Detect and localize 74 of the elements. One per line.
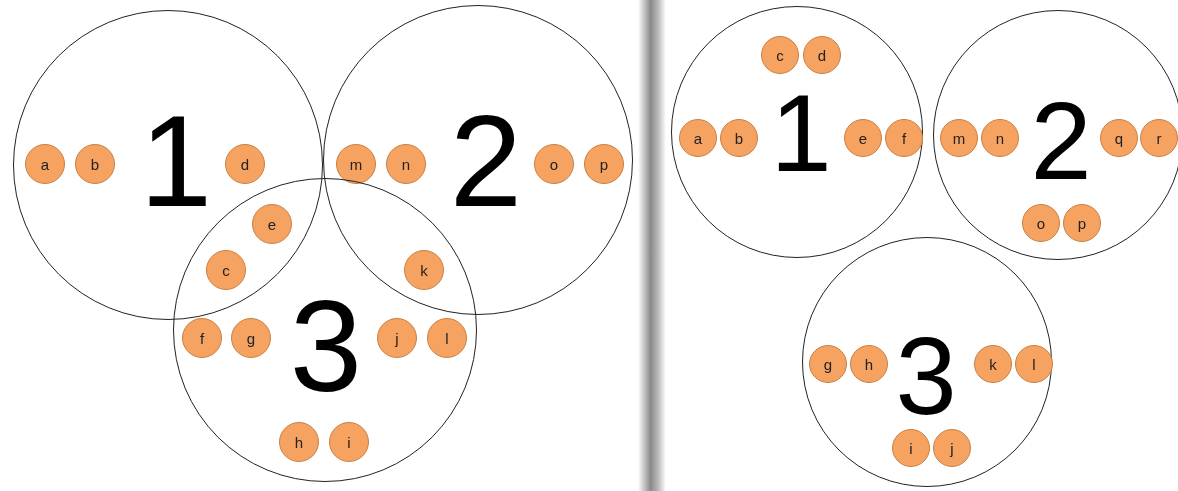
element-letter: c	[776, 46, 784, 64]
element-circle	[279, 422, 319, 462]
element-circle	[720, 119, 758, 157]
element-letter: d	[817, 46, 827, 64]
element-circle	[386, 144, 426, 184]
element-circle	[885, 119, 923, 157]
element-circle	[534, 144, 574, 184]
set-number: 3	[289, 281, 363, 411]
element-circle	[892, 429, 930, 467]
element-circle	[75, 144, 115, 184]
element-circle	[252, 204, 292, 244]
element-letter: d	[240, 155, 250, 173]
element-letter: f	[199, 329, 205, 347]
element-letter: m	[349, 155, 363, 173]
set-number: 3	[895, 321, 957, 431]
element-letter: i	[347, 433, 351, 451]
set-number: 2	[449, 96, 523, 226]
element-letter: j	[950, 439, 954, 457]
element-circle	[336, 144, 376, 184]
element-circle	[850, 345, 888, 383]
element-letter: g	[823, 355, 833, 373]
element-letter: j	[395, 329, 399, 347]
element-letter: n	[401, 155, 411, 173]
element-circle	[940, 119, 978, 157]
element-circle	[206, 250, 246, 290]
set-number: 1	[139, 96, 213, 226]
element-circle	[225, 144, 265, 184]
element-letter: e	[267, 215, 277, 233]
element-letter: i	[909, 439, 913, 457]
element-letter: o	[549, 155, 559, 173]
element-letter: l	[445, 329, 449, 347]
element-circle	[844, 119, 882, 157]
element-circle	[1100, 119, 1138, 157]
element-circle	[679, 119, 717, 157]
element-letter: h	[294, 433, 304, 451]
element-circle	[761, 36, 799, 74]
element-letter: n	[995, 129, 1005, 147]
element-letter: q	[1114, 129, 1124, 147]
element-circle	[1063, 204, 1101, 242]
element-letter: r	[1156, 129, 1162, 147]
element-letter: p	[1077, 214, 1087, 232]
set-number: 2	[1030, 86, 1092, 196]
element-letter: c	[222, 261, 230, 279]
element-circle	[377, 318, 417, 358]
element-circle	[329, 422, 369, 462]
element-circle	[974, 345, 1012, 383]
element-circle	[584, 144, 624, 184]
element-letter: f	[901, 129, 907, 147]
element-letter: k	[989, 355, 997, 373]
element-circle	[1140, 119, 1178, 157]
set-number: 1	[770, 78, 832, 188]
element-letter: m	[952, 129, 966, 147]
element-letter: l	[1032, 355, 1036, 373]
element-circle	[803, 36, 841, 74]
element-circle	[182, 318, 222, 358]
element-circle	[404, 250, 444, 290]
element-circle	[231, 318, 271, 358]
element-letter: h	[864, 355, 874, 373]
element-letter: b	[90, 155, 100, 173]
element-circle	[933, 429, 971, 467]
element-letter: o	[1036, 214, 1046, 232]
element-letter: a	[40, 155, 50, 173]
element-letter: a	[693, 129, 703, 147]
element-circle	[25, 144, 65, 184]
element-letter: g	[246, 329, 256, 347]
element-circle	[1015, 345, 1053, 383]
element-circle	[981, 119, 1019, 157]
element-letter: b	[734, 129, 744, 147]
element-letter: e	[858, 129, 868, 147]
element-letter: p	[599, 155, 609, 173]
element-letter: k	[420, 261, 428, 279]
element-circle	[427, 318, 467, 358]
element-circle	[1022, 204, 1060, 242]
element-circle	[809, 345, 847, 383]
